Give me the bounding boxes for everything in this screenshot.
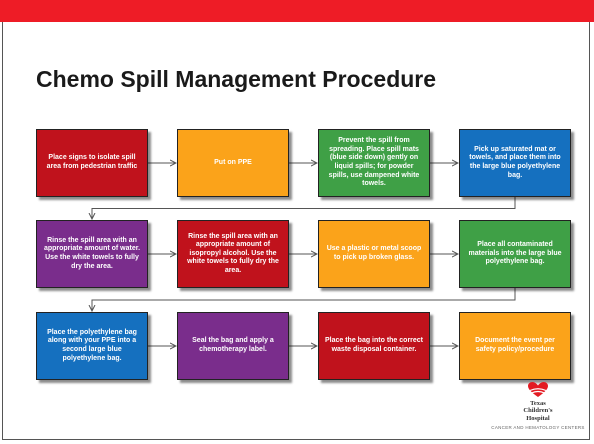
step-box-8: Place all contaminated materials into th…	[459, 220, 571, 288]
connector-arrow-4	[92, 197, 516, 219]
step-box-11: Place the bag into the correct waste dis…	[318, 312, 430, 380]
step-text: Place the bag into the correct waste dis…	[324, 337, 424, 353]
logo-subtitle: CANCER AND HEMATOLOGY CENTERS	[491, 425, 585, 431]
step-box-1: Place signs to isolate spill area from p…	[36, 129, 148, 197]
step-box-7: Use a plastic or metal scoop to pick up …	[318, 220, 430, 288]
step-box-3: Prevent the spill from spreading. Place …	[318, 129, 430, 197]
connector-arrow-8	[92, 288, 516, 311]
step-box-6: Rinse the spill area with an appropriate…	[177, 220, 289, 288]
step-text: Prevent the spill from spreading. Place …	[328, 137, 420, 188]
logo-name: Texas Children's Hospital	[523, 400, 553, 422]
slide-title: Chemo Spill Management Procedure	[36, 66, 437, 92]
step-text: Rinse the spill area with an appropriate…	[187, 232, 279, 274]
step-text: Place the polyethylene bag along with yo…	[47, 328, 137, 362]
step-box-10: Seal the bag and apply a chemotherapy la…	[177, 312, 289, 380]
step-text: Rinse the spill area with an appropriate…	[43, 236, 141, 270]
step-text: Use a plastic or metal scoop to pick up …	[326, 245, 422, 261]
step-box-9: Place the polyethylene bag along with yo…	[36, 312, 148, 380]
step-text: Place all contaminated materials into th…	[468, 241, 562, 266]
step-text: Pick up saturated mat or towels, and pla…	[469, 145, 561, 179]
step-box-4: Pick up saturated mat or towels, and pla…	[459, 129, 571, 197]
step-text: Document the event per safety policy/pro…	[475, 337, 555, 353]
slide-frame	[2, 22, 590, 440]
heart-logo-icon	[528, 382, 548, 397]
step-box-2: Put on PPE	[177, 129, 289, 197]
hospital-logo: Texas Children's Hospital CANCER AND HEM…	[488, 381, 588, 441]
step-text: Put on PPE	[214, 158, 252, 166]
header-bar	[0, 0, 594, 22]
step-text: Place signs to isolate spill area from p…	[46, 154, 138, 170]
step-text: Seal the bag and apply a chemotherapy la…	[192, 337, 274, 353]
step-box-5: Rinse the spill area with an appropriate…	[36, 220, 148, 288]
step-box-12: Document the event per safety policy/pro…	[459, 312, 571, 380]
